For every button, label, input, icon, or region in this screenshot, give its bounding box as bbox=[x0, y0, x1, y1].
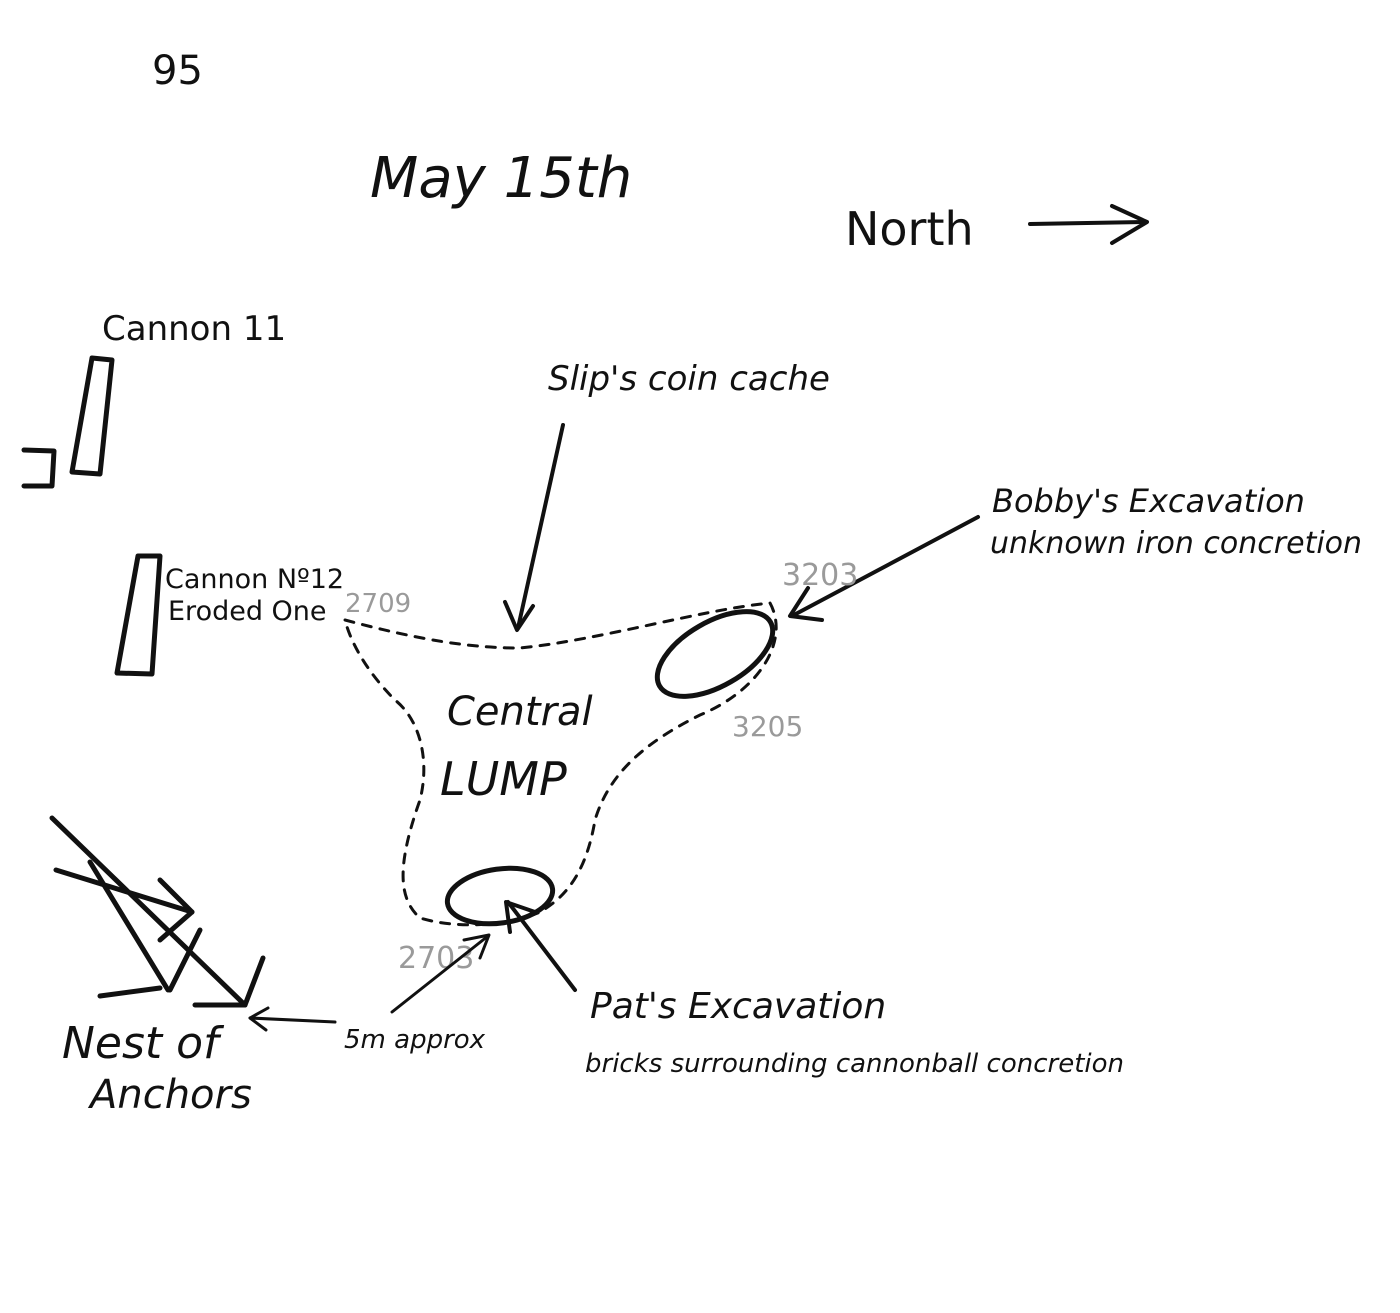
nest-of-anchors-label-line1: Nest of bbox=[62, 1018, 225, 1069]
north-arrow-icon bbox=[1028, 204, 1149, 245]
bobby-excavation-label-line2: unknown iron concretion bbox=[990, 526, 1362, 561]
bobby-excavation-arrow-icon bbox=[788, 515, 980, 622]
bobby-excavation-label-line1: Bobby's Excavation bbox=[992, 482, 1305, 520]
marker-2709: 2709 bbox=[345, 589, 411, 619]
pat-excavation-outline bbox=[444, 865, 556, 927]
pat-excavation-label-line2: bricks surrounding cannonball concretion bbox=[585, 1049, 1124, 1079]
north-label: North bbox=[845, 202, 974, 256]
marker-3205: 3205 bbox=[732, 710, 803, 743]
date-heading: May 15th bbox=[370, 146, 632, 211]
bobby-excavation-outline bbox=[654, 609, 776, 699]
anchor-cluster-icon bbox=[49, 815, 266, 1008]
marker-2703: 2703 bbox=[398, 941, 474, 976]
page-number: 95 bbox=[152, 48, 203, 94]
cannon-12-shape bbox=[114, 553, 163, 677]
central-lump-label-line1: Central bbox=[447, 689, 593, 735]
cannon-12-label-line1: Cannon Nº12 bbox=[165, 564, 344, 595]
pat-excavation-arrow-icon bbox=[504, 900, 577, 992]
distance-arrow-to-anchors-icon bbox=[248, 1006, 337, 1032]
coin-cache-label: Slip's coin cache bbox=[548, 359, 830, 399]
coin-cache-arrow-icon bbox=[503, 423, 565, 632]
central-lump-label-line2: LUMP bbox=[440, 752, 567, 806]
distance-arrow-to-lump-icon bbox=[390, 933, 491, 1014]
cannon-11-label: Cannon 11 bbox=[102, 309, 286, 349]
pat-excavation-label-line1: Pat's Excavation bbox=[590, 986, 886, 1027]
cannon-11-shape bbox=[21, 355, 115, 489]
marker-3203: 3203 bbox=[782, 558, 858, 593]
distance-label: 5m approx bbox=[344, 1025, 486, 1055]
nest-of-anchors-label-line2: Anchors bbox=[87, 1072, 252, 1118]
central-lump-boundary bbox=[342, 601, 778, 927]
cannon-12-label-line2: Eroded One bbox=[168, 596, 327, 627]
